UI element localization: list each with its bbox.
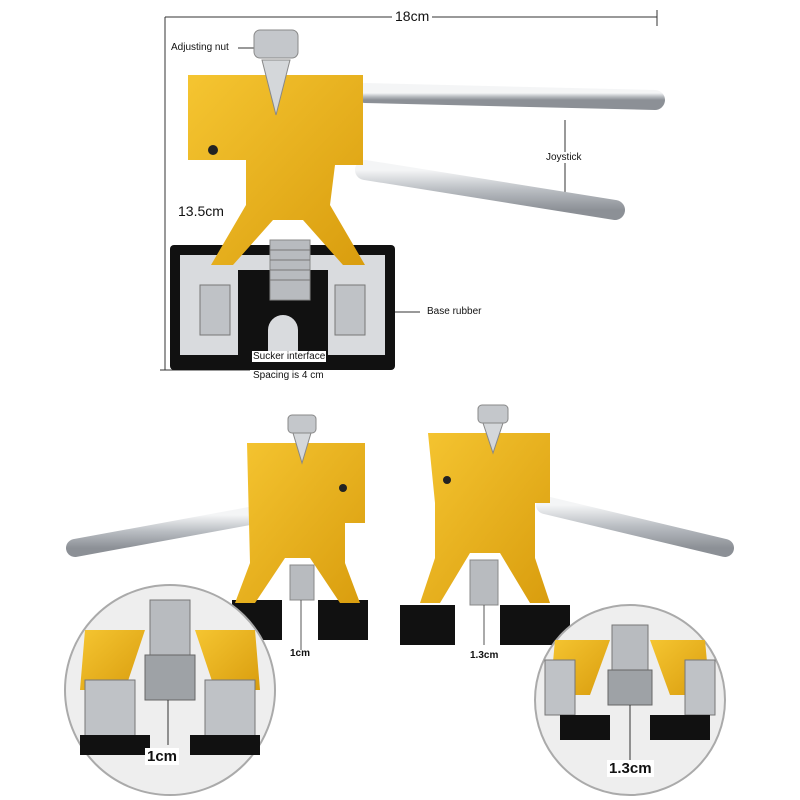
zoom-circle-left <box>64 584 276 796</box>
right-zoom-gap-label: 1.3cm <box>607 760 654 777</box>
base-rubber-label: Base rubber <box>426 306 483 317</box>
left-zoom-gap-label: 1cm <box>145 748 180 765</box>
left-gap-label: 1cm <box>290 648 311 659</box>
adjusting-nut-label: Adjusting nut <box>170 42 230 53</box>
width-dimension-label: 18cm <box>392 8 433 24</box>
bottom-right-tool <box>400 404 751 645</box>
right-gap-label: 1.3cm <box>470 650 499 661</box>
height-dimension-label: 13.5cm <box>175 203 227 219</box>
main-tool <box>170 29 665 370</box>
spacing-label: Spacing is 4 cm <box>252 370 325 381</box>
sucker-interface-label: Sucker interface <box>252 351 327 362</box>
joystick-label: Joystick <box>545 152 583 163</box>
zoom-circle-right <box>534 604 726 796</box>
